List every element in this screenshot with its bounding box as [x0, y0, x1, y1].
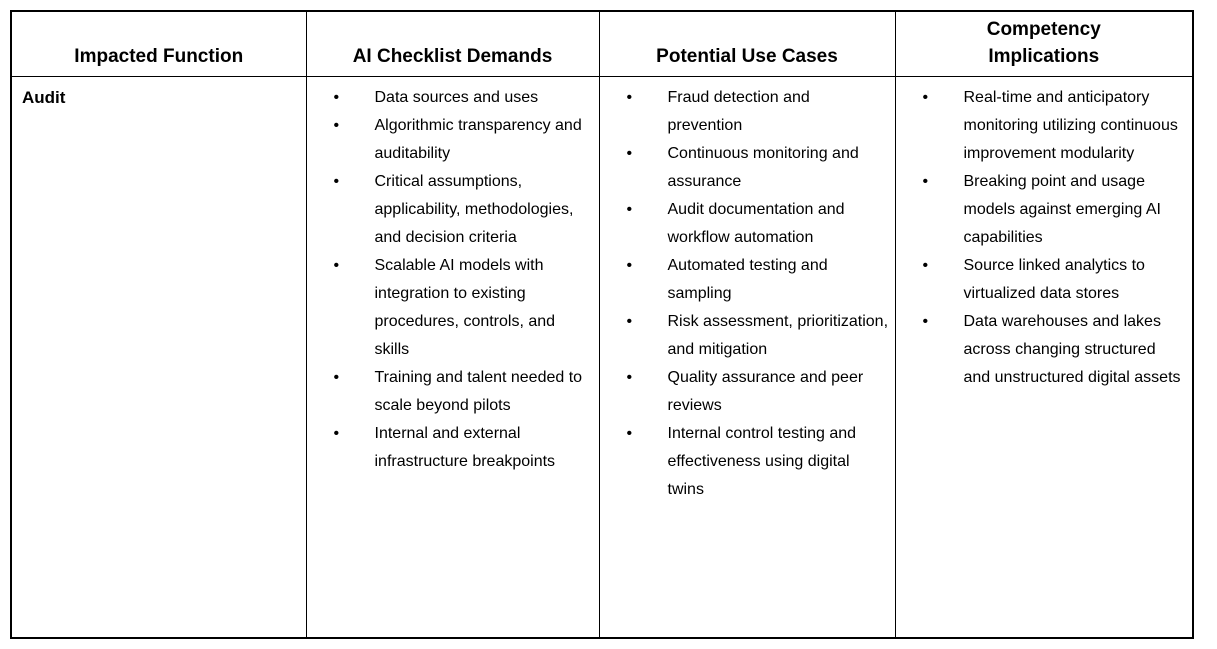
cell-competency-implications: • Real-time and anticipatory monitoring … — [894, 76, 1194, 638]
list-item: • Fraud detection and prevention — [600, 84, 891, 140]
ai-impact-table: Impacted Function AI Checklist Demands P… — [10, 10, 1194, 639]
bullet-icon: • — [626, 201, 633, 218]
list-item: • Real-time and anticipatory monitoring … — [896, 84, 1189, 168]
header-label: Potential Use Cases — [656, 46, 838, 67]
list-item-text: Quality assurance and peer reviews — [667, 369, 864, 414]
header-label: Competency Implications — [986, 19, 1101, 67]
bullet-icon: • — [333, 369, 340, 386]
bullet-icon: • — [922, 89, 929, 106]
list-item-text: Internal control testing and effectivene… — [667, 425, 857, 498]
list-item: • Algorithmic transparency and auditabil… — [307, 112, 595, 168]
list-item: • Continuous monitoring and assurance — [600, 140, 891, 196]
bullet-icon: • — [626, 145, 633, 162]
function-name: Audit — [22, 88, 66, 107]
list-item: • Quality assurance and peer reviews — [600, 364, 891, 420]
list-item-text: Data warehouses and lakes across changin… — [963, 313, 1181, 386]
list-item: • Data sources and uses — [307, 84, 595, 112]
bullet-list-competency-implications: • Real-time and anticipatory monitoring … — [896, 84, 1189, 392]
list-item-text: Scalable AI models with integration to e… — [374, 257, 556, 358]
list-item: • Audit documentation and workflow autom… — [600, 196, 891, 252]
table-row-audit: Audit • Data sources and uses • Algorith… — [10, 76, 1194, 638]
list-item-text: Fraud detection and prevention — [667, 89, 810, 134]
col-header-ai-checklist-demands: AI Checklist Demands — [305, 10, 600, 77]
bullet-icon: • — [922, 173, 929, 190]
bullet-icon: • — [922, 257, 929, 274]
col-header-competency-implications: Competency Implications — [894, 10, 1194, 77]
list-item-text: Breaking point and usage models against … — [963, 173, 1161, 246]
list-item: • Source linked analytics to virtualized… — [896, 252, 1189, 308]
list-item-text: Critical assumptions, applicability, met… — [374, 173, 574, 246]
list-item: • Internal and external infrastructure b… — [307, 420, 595, 476]
list-item-text: Internal and external infrastructure bre… — [374, 425, 556, 470]
list-item-text: Algorithmic transparency and auditabilit… — [374, 117, 582, 162]
list-item: • Breaking point and usage models agains… — [896, 168, 1189, 252]
bullet-icon: • — [626, 313, 633, 330]
bullet-list-potential-use-cases: • Fraud detection and prevention • Conti… — [600, 84, 891, 504]
col-header-impacted-function: Impacted Function — [10, 10, 307, 77]
col-header-potential-use-cases: Potential Use Cases — [598, 10, 896, 77]
cell-impacted-function: Audit — [10, 76, 307, 638]
bullet-icon: • — [626, 369, 633, 386]
header-label: AI Checklist Demands — [352, 46, 553, 67]
list-item-text: Continuous monitoring and assurance — [667, 145, 859, 190]
list-item-text: Automated testing and sampling — [667, 257, 828, 302]
list-item: • Internal control testing and effective… — [600, 420, 891, 504]
header-label: Impacted Function — [74, 46, 244, 67]
list-item-text: Data sources and uses — [374, 89, 539, 106]
cell-ai-checklist-demands: • Data sources and uses • Algorithmic tr… — [305, 76, 600, 638]
bullet-icon: • — [333, 173, 340, 190]
list-item: • Scalable AI models with integration to… — [307, 252, 595, 364]
list-item: • Data warehouses and lakes across chang… — [896, 308, 1189, 392]
bullet-list-ai-checklist-demands: • Data sources and uses • Algorithmic tr… — [307, 84, 595, 476]
list-item-text: Training and talent needed to scale beyo… — [374, 369, 583, 414]
bullet-icon: • — [333, 257, 340, 274]
list-item-text: Audit documentation and workflow automat… — [667, 201, 845, 246]
list-item-text: Source linked analytics to virtualized d… — [963, 257, 1145, 302]
cell-potential-use-cases: • Fraud detection and prevention • Conti… — [598, 76, 896, 638]
bullet-icon: • — [626, 89, 633, 106]
bullet-icon: • — [626, 257, 633, 274]
list-item: • Automated testing and sampling — [600, 252, 891, 308]
bullet-icon: • — [922, 313, 929, 330]
header-row: Impacted Function AI Checklist Demands P… — [10, 10, 1194, 77]
bullet-icon: • — [333, 425, 340, 442]
list-item: • Training and talent needed to scale be… — [307, 364, 595, 420]
list-item-text: Real-time and anticipatory monitoring ut… — [963, 89, 1178, 162]
bullet-icon: • — [626, 425, 633, 442]
bullet-icon: • — [333, 89, 340, 106]
bullet-icon: • — [333, 117, 340, 134]
list-item: • Risk assessment, prioritization, and m… — [600, 308, 891, 364]
list-item: • Critical assumptions, applicability, m… — [307, 168, 595, 252]
list-item-text: Risk assessment, prioritization, and mit… — [667, 313, 889, 358]
